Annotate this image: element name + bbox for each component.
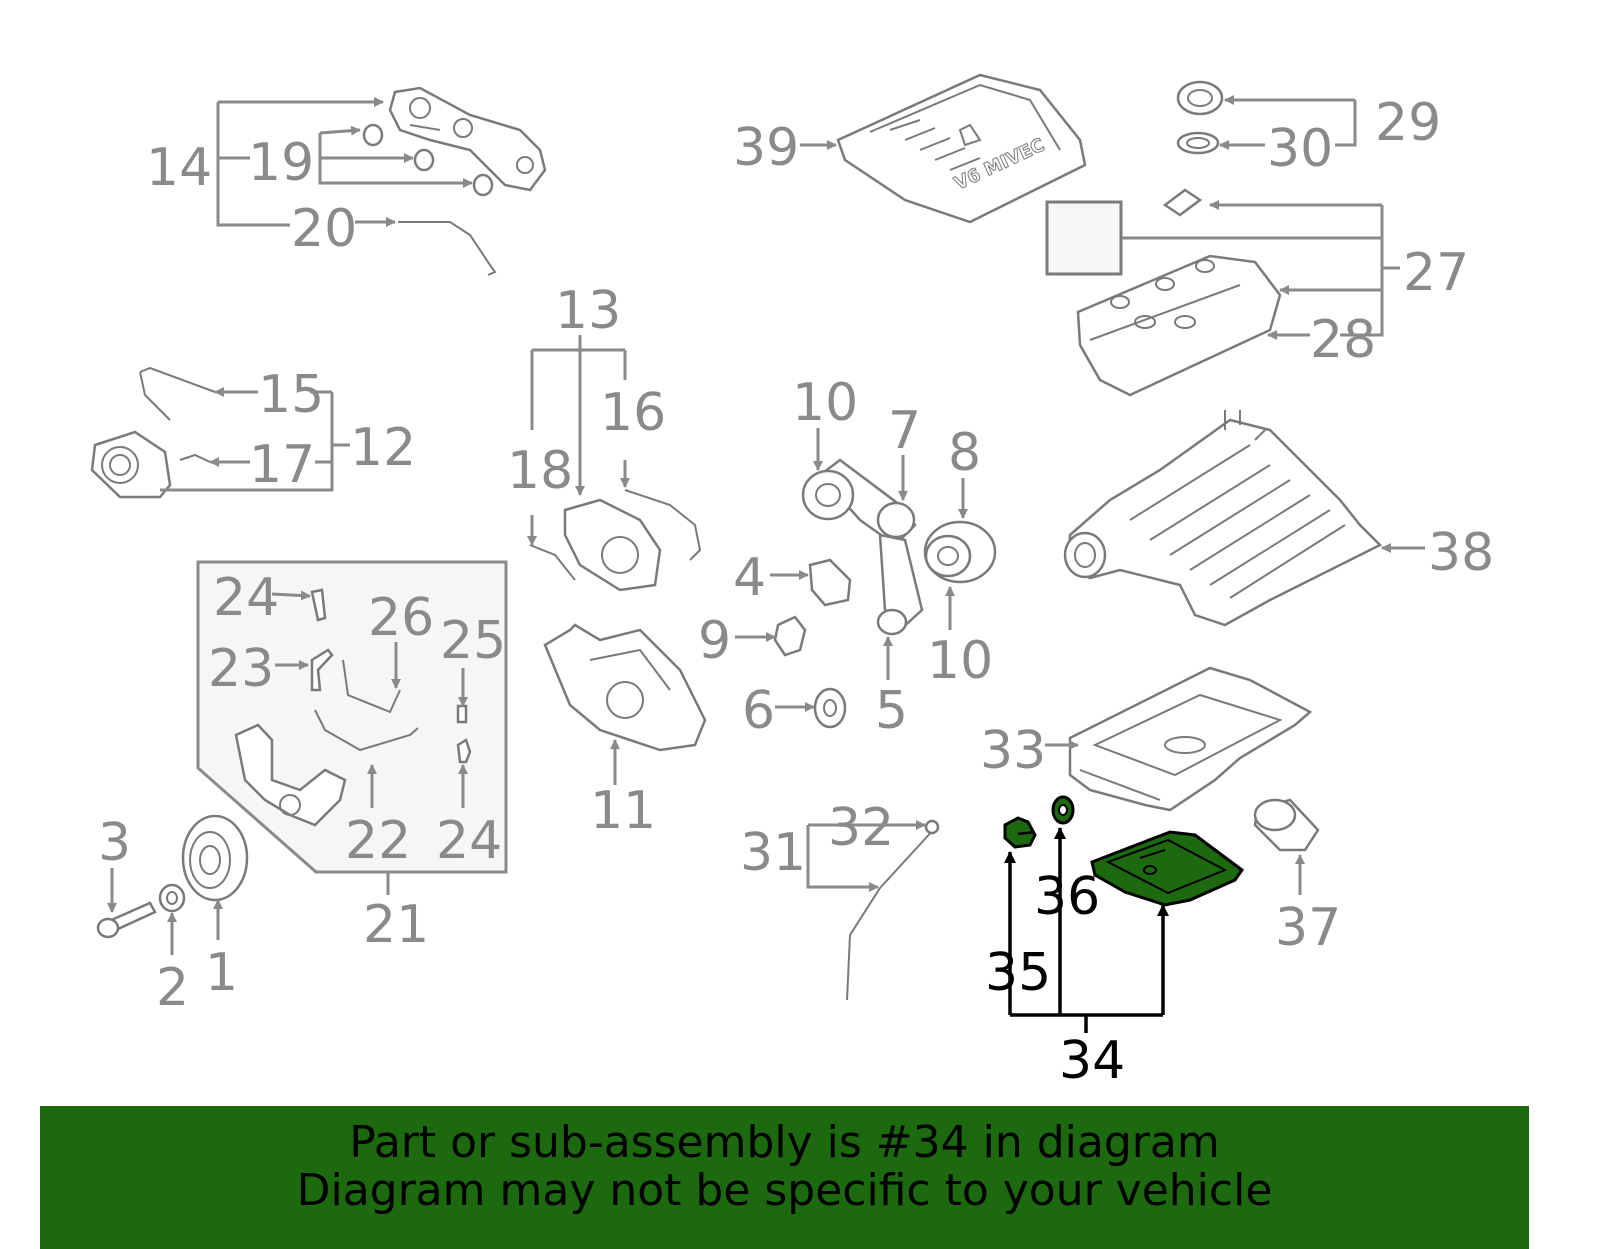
- leader-19a: [319, 125, 361, 136]
- callout-19: 19: [248, 133, 314, 193]
- callout-3: 3: [98, 813, 131, 873]
- part-timing-cover-upper: [388, 86, 547, 192]
- callout-6: 6: [742, 681, 775, 741]
- bracket-12: [160, 392, 334, 492]
- part-oil-filler-cap: [1176, 80, 1224, 155]
- part-timing-cover-lower: [543, 623, 707, 752]
- callout-20: 20: [291, 199, 357, 259]
- bracket-27: [1340, 205, 1384, 337]
- callout-38: 38: [1428, 523, 1494, 583]
- callout-7: 7: [888, 401, 921, 461]
- info-banner: Part or sub-assembly is #34 in diagram D…: [40, 1106, 1529, 1249]
- banner-line-part: Part or sub-assembly is #34 in diagram: [349, 1117, 1220, 1168]
- callout-16: 16: [600, 383, 666, 443]
- callout-11: 11: [590, 781, 656, 841]
- part-timing-cover-left: [90, 366, 216, 499]
- part-gasket-20: [398, 221, 497, 276]
- part-timing-cover-middle: [529, 489, 702, 592]
- bracket-31: [806, 825, 879, 892]
- callout-24b: 24: [436, 811, 502, 871]
- bracket-29: [1335, 100, 1357, 147]
- callout-39: 39: [733, 118, 799, 178]
- callout-21: 21: [363, 895, 429, 955]
- callout-2: 2: [156, 958, 189, 1018]
- leader-24a: [271, 590, 311, 601]
- callout-23: 23: [208, 639, 274, 699]
- leader-12-ticks: [310, 390, 332, 464]
- callout-9: 9: [698, 611, 731, 671]
- callout-18: 18: [507, 441, 573, 501]
- callout-31: 31: [740, 823, 806, 883]
- callout-28: 28: [1310, 310, 1376, 370]
- part-engine-cover: V6 MIVEC: [836, 73, 1087, 224]
- part-drain-plug-highlighted: [1003, 816, 1037, 849]
- part-crankshaft-pulley: [96, 814, 249, 939]
- callout-32: 32: [828, 798, 894, 858]
- callout-36: 36: [1034, 867, 1100, 927]
- callout-24a: 24: [213, 568, 279, 628]
- part-gasket-o-rings-19: [362, 123, 494, 197]
- callout-13: 13: [555, 281, 621, 341]
- part-gasket-27: [1162, 188, 1203, 217]
- callout-15: 15: [258, 365, 324, 425]
- callout-14: 14: [146, 138, 212, 198]
- callout-4: 4: [733, 548, 766, 608]
- callout-12: 12: [350, 418, 416, 478]
- callout-30: 30: [1267, 119, 1333, 179]
- callout-10-bottom: 10: [927, 631, 993, 691]
- callout-22: 22: [345, 811, 411, 871]
- part-timing-belt-tensioner: [773, 458, 997, 729]
- callout-37: 37: [1275, 898, 1341, 958]
- callout-17: 17: [249, 435, 315, 495]
- part-intake-manifold: [1063, 410, 1383, 627]
- callout-5: 5: [875, 681, 908, 741]
- part-seals-group-21: [234, 588, 472, 827]
- callout-35: 35: [985, 943, 1051, 1003]
- bracket-19: [318, 133, 470, 185]
- part-valve-cover: [1076, 254, 1282, 397]
- callout-29: 29: [1375, 93, 1441, 153]
- part-oil-pan-lower-highlighted: [1090, 830, 1245, 907]
- callout-10-top: 10: [792, 373, 858, 433]
- part-oil-filter: [1253, 798, 1320, 852]
- banner-line-disclaimer: Diagram may not be specific to your vehi…: [296, 1165, 1273, 1216]
- callout-25: 25: [440, 611, 506, 671]
- part-label-box-27: [1045, 200, 1123, 276]
- part-dipstick: [846, 819, 940, 1001]
- callout-33: 33: [980, 721, 1046, 781]
- callout-34: 34: [1059, 1031, 1125, 1091]
- callout-27: 27: [1403, 243, 1469, 303]
- part-oil-pan-upper: [1068, 666, 1313, 812]
- callout-1: 1: [205, 943, 238, 1003]
- callout-8: 8: [948, 423, 981, 483]
- bracket-14: [216, 102, 290, 227]
- callout-26: 26: [368, 588, 434, 648]
- part-drain-plug-gasket-highlighted: [1051, 795, 1075, 825]
